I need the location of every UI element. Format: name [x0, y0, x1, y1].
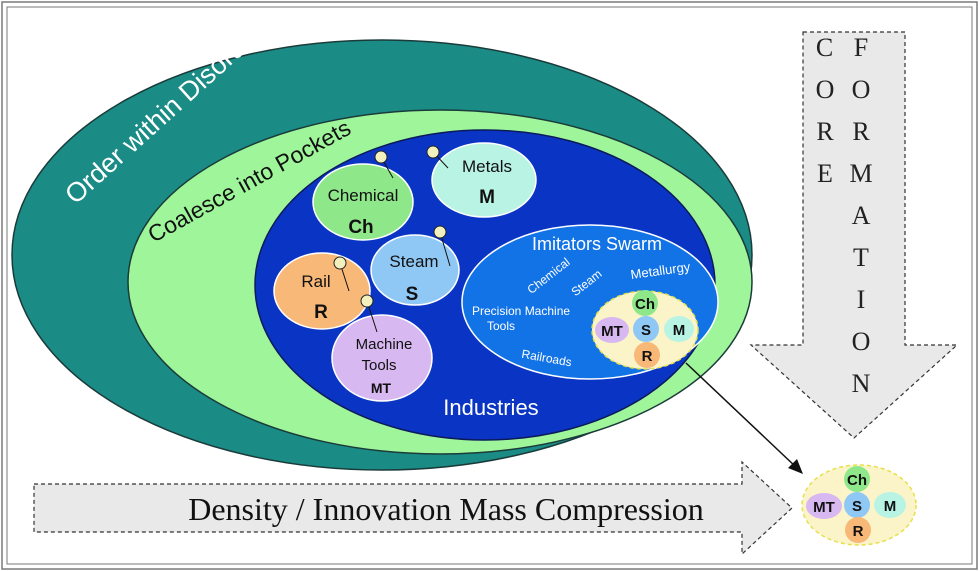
rail-name: Rail [301, 272, 330, 291]
core-formation-letters-col1: C O R E [816, 33, 835, 188]
metals-node [426, 145, 440, 159]
chemical-name: Chemical [328, 186, 399, 205]
machine-tools-bubble [331, 314, 433, 402]
machine-tools-code: MT [371, 380, 392, 396]
swarm-core-s: S [641, 322, 651, 339]
formation-letter-2: O [852, 75, 871, 104]
formation-letter-8: O [852, 327, 871, 356]
enlarged-core-cluster: Ch MT S M R [801, 464, 917, 546]
swarm-core-r: R [642, 348, 653, 365]
swarm-core-m-circle [664, 316, 694, 342]
formation-letter-6: T [853, 243, 869, 272]
metals-code: M [479, 187, 495, 208]
swarm-core-m: M [673, 322, 686, 339]
imitators-swarm-title: Imitators Swarm [532, 234, 662, 254]
core-letter-2: O [816, 75, 835, 104]
density-arrow-label: Density / Innovation Mass Compression [188, 491, 704, 527]
core-formation-arrow [749, 31, 959, 439]
density-arrow [33, 460, 793, 556]
core-r-circle [845, 517, 871, 543]
chemical-bubble [312, 163, 414, 241]
core-formation-letters-col2: F O R M A T I O N [849, 33, 872, 398]
core-mt-circle [806, 493, 842, 519]
core-letter-1: C [816, 33, 834, 62]
formation-letter-5: A [852, 201, 871, 230]
core-letter-4: E [817, 159, 833, 188]
swarm-core-cluster: Ch MT S M R [591, 290, 699, 370]
rail-code: R [314, 302, 328, 323]
swarm-precision-label-line2: Tools [487, 319, 515, 333]
swarm-core-s-circle [633, 316, 659, 342]
core-ch-circle [844, 466, 870, 492]
core-ch: Ch [847, 472, 867, 489]
machine-tools-name-line1: Machine [356, 336, 413, 353]
metals-bubble [431, 142, 537, 218]
inner-frame [6, 6, 973, 565]
swarm-core-ch: Ch [635, 296, 655, 313]
swarm-core-mt-circle [595, 317, 629, 343]
metals-name: Metals [462, 157, 512, 176]
core-r: R [853, 523, 864, 540]
industries-label: Industries [443, 395, 538, 420]
formation-letter-7: I [857, 285, 866, 314]
steam-bubble [370, 234, 460, 306]
chemical-node [374, 150, 388, 164]
swarm-core-ch-circle [632, 290, 658, 316]
chemical-code: Ch [348, 217, 373, 238]
formation-letter-4: M [849, 159, 872, 188]
steam-node [433, 225, 447, 239]
core-pointer-line [685, 362, 798, 469]
core-s: S [852, 498, 862, 515]
swarm-core-r-circle [634, 342, 660, 368]
swarm-precision-label-line1: Precision Machine [472, 304, 570, 318]
core-s-circle [844, 492, 870, 518]
machine-tools-name-line2: Tools [361, 357, 396, 374]
rail-bubble [273, 252, 371, 330]
core-letter-3: R [816, 117, 834, 146]
formation-letter-1: F [854, 33, 868, 62]
swarm-core-mt: MT [601, 323, 623, 340]
formation-letter-3: R [852, 117, 870, 146]
rail-node [333, 256, 347, 270]
machine-tools-node [360, 294, 374, 308]
core-pointer-head [788, 459, 803, 474]
core-m: M [884, 498, 897, 515]
steam-code: S [406, 284, 419, 305]
steam-name: Steam [389, 252, 438, 271]
core-mt: MT [813, 499, 835, 516]
formation-letter-9: N [852, 369, 871, 398]
core-m-circle [874, 492, 906, 518]
